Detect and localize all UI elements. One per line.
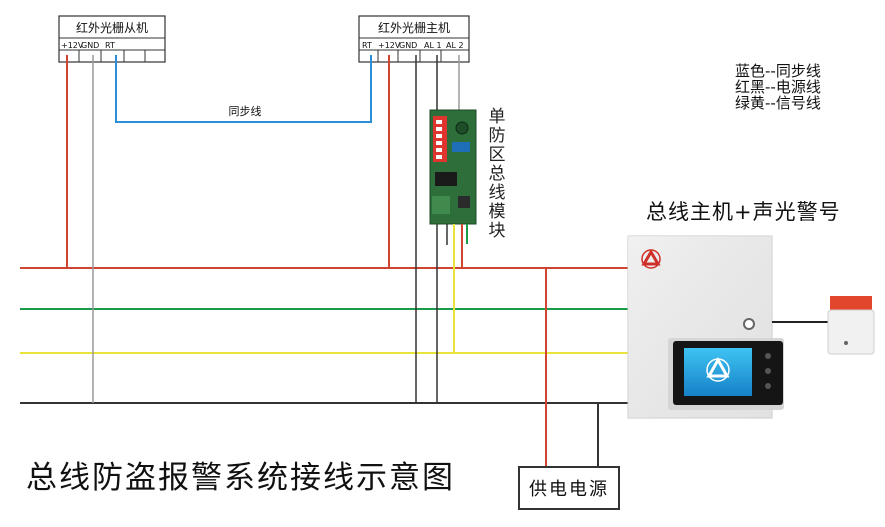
sync-label: 同步线: [229, 104, 262, 118]
master-title: 红外光栅主机: [378, 20, 450, 35]
master-box: [358, 15, 470, 63]
slave-box: [58, 15, 166, 63]
legend-signal: 绿黄--信号线: [735, 94, 821, 112]
keypad-button-3: [765, 383, 771, 389]
slave-title: 红外光栅从机: [76, 20, 148, 35]
master-pin-al2: AL 2: [446, 41, 464, 50]
host-title: 总线主机+声光警号: [646, 200, 841, 224]
power-supply-box: 供电电源: [518, 466, 620, 510]
sync-wire: [115, 55, 372, 123]
legend-sync: 蓝色--同步线: [735, 62, 821, 80]
slave-pin-12v: +12V: [61, 41, 84, 50]
key-lock-icon: [743, 318, 755, 330]
master-pin-rt: RT: [362, 41, 372, 50]
slave-pin-rt: RT: [105, 41, 115, 50]
siren-icon: [827, 296, 875, 355]
master-pin-gnd: GND: [399, 41, 417, 50]
keypad-button-2: [765, 368, 771, 374]
keypad-panel: [668, 338, 784, 410]
module-label: 单防区总线模块: [488, 107, 506, 241]
wire-color-legend: 蓝色--同步线 红黑--电源线 绿黄--信号线: [735, 63, 821, 111]
diagram-title: 总线防盗报警系统接线示意图: [26, 460, 455, 496]
bus-module-board: [429, 109, 477, 225]
psu-label: 供电电源: [529, 479, 609, 500]
keypad-button-1: [765, 353, 771, 359]
master-pin-al1: AL 1: [424, 41, 442, 50]
slave-pin-gnd: GND: [81, 41, 99, 50]
brand-logo-icon: [641, 249, 661, 266]
legend-power: 红黑--电源线: [735, 78, 821, 96]
keypad-logo-icon: [706, 356, 730, 378]
keypad-screen: [684, 348, 752, 396]
master-pin-12v: +12V: [378, 41, 401, 50]
